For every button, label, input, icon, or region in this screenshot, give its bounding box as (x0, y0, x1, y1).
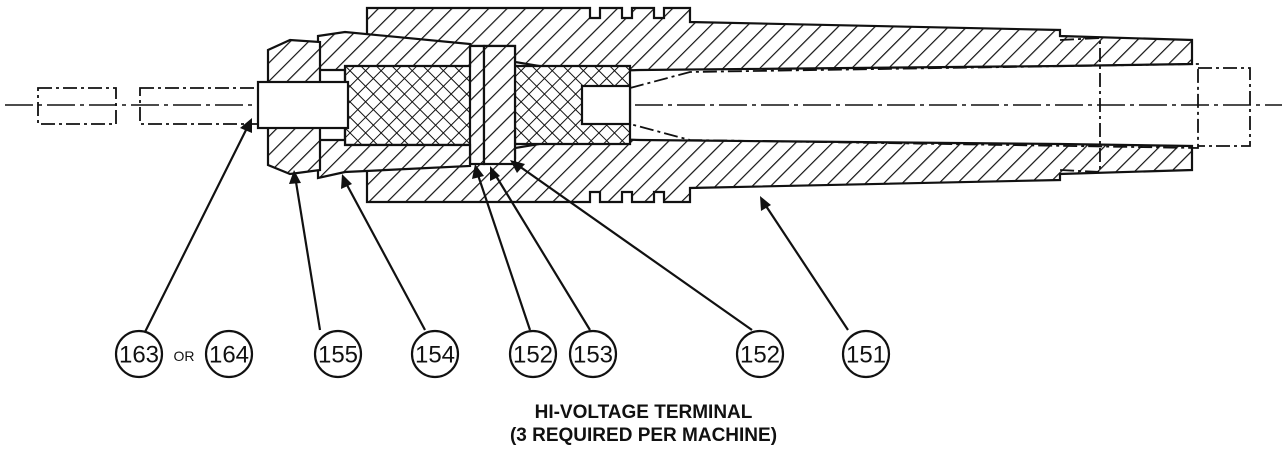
callout-154: 154 (410, 329, 460, 379)
svg-text:151: 151 (846, 342, 886, 369)
callout-152-b: 152 (735, 329, 785, 379)
rear-bore (580, 84, 632, 126)
svg-text:153: 153 (573, 342, 613, 369)
callout-155: 155 (313, 329, 363, 379)
cable-end (1198, 67, 1251, 147)
contact-socket (256, 80, 350, 130)
svg-text:163: 163 (119, 342, 159, 369)
contact-pin-163 (37, 87, 117, 125)
washer-152 (468, 44, 486, 166)
caption-subtitle: (3 REQUIRED PER MACHINE) (509, 425, 778, 446)
leader-lines (142, 118, 849, 337)
callout-153: 153 (568, 329, 618, 379)
callout-163: 163 (114, 329, 164, 379)
callout-164: 164 (204, 329, 254, 379)
thread-section (1059, 37, 1101, 173)
or-label: OR (174, 348, 195, 364)
body-151-lower-wall (365, 136, 1194, 204)
callout-151: 151 (841, 329, 891, 379)
contact-pin-164 (139, 87, 259, 125)
callout-152-a: 152 (508, 329, 558, 379)
cable-phantom (629, 63, 1199, 149)
svg-text:152: 152 (740, 342, 780, 369)
svg-text:154: 154 (415, 342, 455, 369)
washer-153 (482, 44, 517, 166)
svg-text:164: 164 (209, 342, 249, 369)
caption-title: HI-VOLTAGE TERMINAL (534, 402, 753, 423)
svg-text:152: 152 (513, 342, 553, 369)
svg-text:155: 155 (318, 342, 358, 369)
